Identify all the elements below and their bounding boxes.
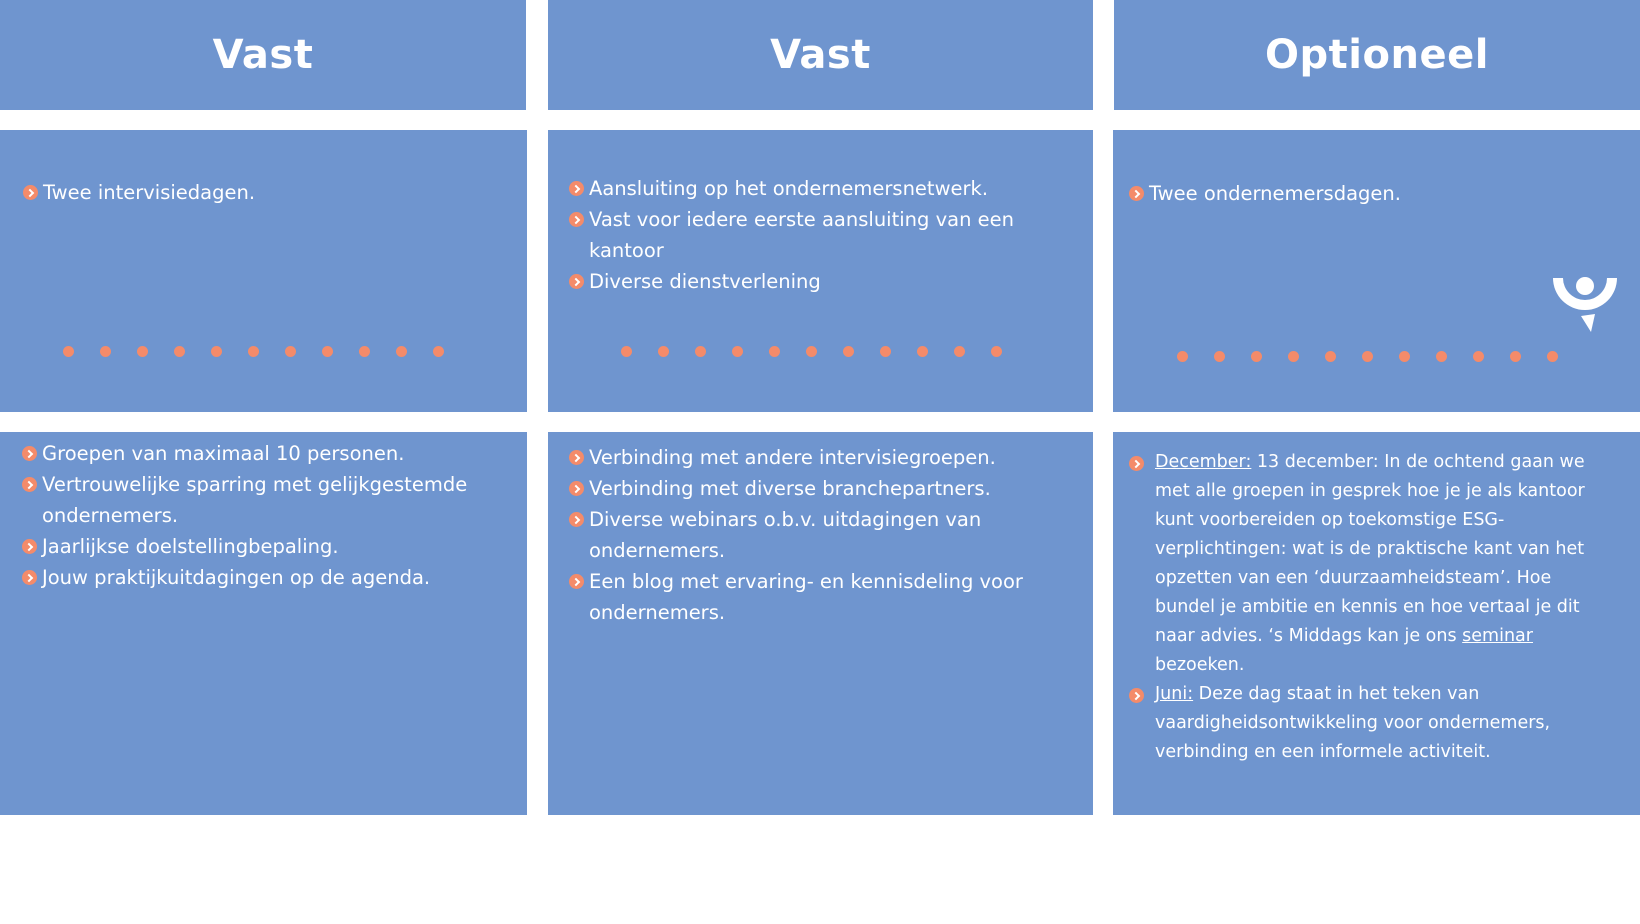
chevron-right-circle-icon	[23, 185, 38, 200]
header-col-1: Vast	[0, 0, 526, 110]
juni-link[interactable]: Juni:	[1155, 684, 1194, 704]
header-title-2: Vast	[770, 32, 871, 78]
bottom-list-3: December: 13 december: In de ochtend gaa…	[1129, 448, 1614, 767]
middle-list-1: Twee intervisiedagen.	[23, 177, 503, 208]
chevron-right-circle-icon	[22, 477, 37, 492]
list-item: Jaarlijkse doelstellingbepaling.	[22, 531, 512, 562]
bottom-list-1: Groepen van maximaal 10 personen. Vertro…	[22, 438, 512, 593]
chevron-right-circle-icon	[569, 574, 584, 589]
list-item: Twee intervisiedagen.	[23, 177, 503, 208]
dot-divider	[63, 346, 470, 357]
header-title-1: Vast	[212, 32, 314, 78]
list-item: Vast voor iedere eerste aansluiting van …	[569, 204, 1049, 266]
chevron-right-circle-icon	[22, 570, 37, 585]
chevron-right-circle-icon	[22, 446, 37, 461]
middle-col-3: Twee ondernemersdagen.	[1113, 130, 1640, 412]
list-item: Twee ondernemersdagen.	[1129, 178, 1609, 209]
brand-logo-icon	[1553, 277, 1617, 332]
list-item: Een blog met ervaring- en kennisdeling v…	[569, 566, 1059, 628]
middle-list-3: Twee ondernemersdagen.	[1129, 178, 1609, 209]
list-item: Verbinding met diverse branchepartners.	[569, 473, 1059, 504]
dot-divider	[621, 346, 1028, 357]
middle-col-2: Aansluiting op het ondernemersnetwerk. V…	[548, 130, 1093, 412]
chevron-right-circle-icon	[569, 181, 584, 196]
middle-list-2: Aansluiting op het ondernemersnetwerk. V…	[569, 173, 1049, 297]
bottom-list-2: Verbinding met andere intervisiegroepen.…	[569, 442, 1059, 628]
seminar-link[interactable]: seminar	[1462, 626, 1533, 646]
chevron-right-circle-icon	[569, 512, 584, 527]
list-item-december: December: 13 december: In de ochtend gaa…	[1129, 448, 1614, 680]
list-item: Verbinding met andere intervisiegroepen.	[569, 442, 1059, 473]
header-title-3: Optioneel	[1265, 32, 1489, 78]
list-item-juni: Juni: Deze dag staat in het teken van va…	[1129, 680, 1614, 767]
list-item: Vertrouwelijke sparring met gelijkgestem…	[22, 469, 512, 531]
bottom-col-2: Verbinding met andere intervisiegroepen.…	[548, 432, 1093, 815]
dot-divider	[1177, 351, 1584, 362]
chevron-right-circle-icon	[569, 212, 584, 227]
chevron-right-circle-icon	[1129, 688, 1144, 703]
list-item: Aansluiting op het ondernemersnetwerk.	[569, 173, 1049, 204]
list-item: Jouw praktijkuitdagingen op de agenda.	[22, 562, 512, 593]
bottom-col-3: December: 13 december: In de ochtend gaa…	[1113, 432, 1640, 815]
list-item: Diverse webinars o.b.v. uitdagingen van …	[569, 504, 1059, 566]
chevron-right-circle-icon	[569, 274, 584, 289]
header-col-3: Optioneel	[1114, 0, 1640, 110]
bottom-col-1: Groepen van maximaal 10 personen. Vertro…	[0, 432, 527, 815]
header-col-2: Vast	[548, 0, 1093, 110]
chevron-right-circle-icon	[1129, 456, 1144, 471]
list-item: Groepen van maximaal 10 personen.	[22, 438, 512, 469]
list-item: Diverse dienstverlening	[569, 266, 1049, 297]
chevron-right-circle-icon	[22, 539, 37, 554]
middle-col-1: Twee intervisiedagen.	[0, 130, 527, 412]
chevron-right-circle-icon	[569, 450, 584, 465]
chevron-right-circle-icon	[569, 481, 584, 496]
december-link[interactable]: December:	[1155, 452, 1252, 472]
chevron-right-circle-icon	[1129, 186, 1144, 201]
